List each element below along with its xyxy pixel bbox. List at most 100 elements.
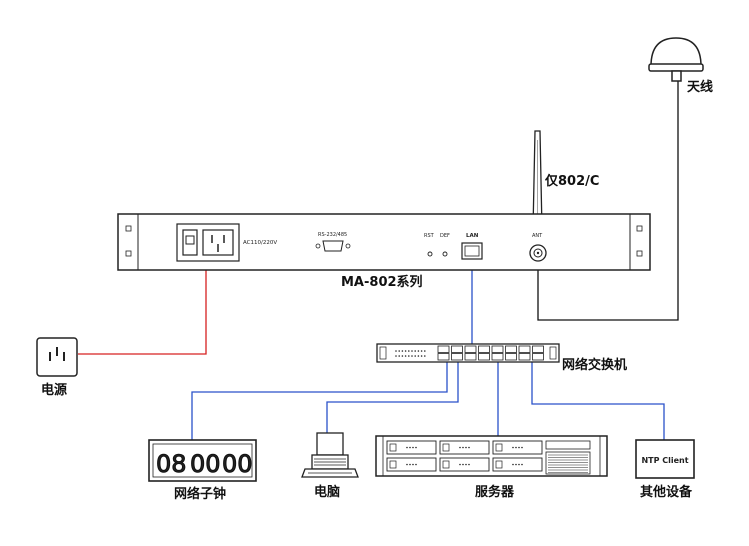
drive-led [468, 463, 470, 466]
server-vent-lines [548, 454, 588, 473]
switch-port [505, 353, 517, 361]
drive-led [462, 446, 464, 449]
drive-led [409, 446, 411, 449]
clock-seconds: 00 [222, 450, 253, 478]
power-label: 电源 [41, 382, 67, 398]
drive-led [465, 463, 467, 466]
switch-led [404, 355, 407, 357]
switch-led [401, 350, 404, 352]
drive-led [518, 463, 520, 466]
drive-handle [442, 443, 450, 452]
def-button [442, 251, 448, 257]
drive-led [512, 463, 514, 466]
drive-handle [389, 460, 397, 469]
def-label: DEF [440, 233, 450, 239]
drive-led [406, 446, 408, 449]
server-label: 服务器 [475, 484, 515, 500]
drive-bay [492, 457, 543, 472]
switch-port [491, 353, 504, 361]
power-outlet-icon [36, 337, 78, 377]
drive-led [521, 463, 523, 466]
switch-icon [376, 343, 560, 363]
power-cable [78, 258, 207, 355]
db9-port-icon [315, 240, 351, 252]
switch-led [408, 350, 410, 352]
switch-port [464, 345, 477, 353]
rack-hole [636, 225, 643, 232]
drive-led [412, 446, 414, 449]
drive-led [459, 463, 461, 466]
switch-port [491, 345, 504, 353]
switch-port [437, 345, 450, 353]
drive-led [459, 446, 461, 449]
link-pc [326, 362, 459, 434]
switch-indicator-leds [395, 350, 426, 357]
server-icon [375, 435, 608, 477]
switch-led [424, 355, 426, 357]
switch-led [414, 350, 417, 352]
switch-led [424, 350, 426, 352]
ant-connector-icon [529, 244, 547, 262]
drive-led [518, 446, 520, 449]
clock-hours: 08 [156, 450, 187, 478]
drive-led [468, 446, 470, 449]
antenna-label: 天线 [687, 79, 713, 95]
switch-led [398, 350, 401, 352]
switch-port [478, 345, 490, 353]
wifi-note: 仅802/C [544, 173, 599, 189]
drive-bay [439, 440, 490, 455]
switch-port [451, 345, 463, 353]
switch-port [532, 345, 544, 353]
drive-handle [442, 460, 450, 469]
rack-hole [125, 225, 132, 232]
ant-label: ANT [532, 233, 543, 239]
pc-icon [301, 432, 359, 478]
drive-led [515, 446, 517, 449]
antenna-cable [537, 80, 679, 321]
switch-port [437, 353, 450, 361]
switch-led [401, 355, 404, 357]
pc-label: 电脑 [314, 484, 340, 500]
switch-led [404, 350, 407, 352]
server-drive-bays [386, 440, 543, 472]
serial-port-label: RS-232/485 [318, 232, 347, 238]
drive-led [409, 463, 411, 466]
switch-led [414, 355, 417, 357]
switch-led [420, 355, 423, 357]
switch-label: 网络交换机 [562, 357, 627, 373]
clock-label: 网络子钟 [174, 486, 226, 502]
ntp-client-device: NTP Client [635, 439, 695, 479]
drive-led [406, 463, 408, 466]
ntp-client-text: NTP Client [641, 456, 688, 465]
drive-bay [386, 440, 437, 455]
switch-port [451, 353, 463, 361]
switch-led [398, 355, 401, 357]
switch-led [417, 350, 420, 352]
switch-led [417, 355, 420, 357]
device-label: MA-802系列 [341, 274, 423, 290]
rack-hole [636, 250, 643, 257]
drive-bay [439, 457, 490, 472]
switch-port [505, 345, 517, 353]
switch-led [420, 350, 423, 352]
drive-led [462, 463, 464, 466]
other-label: 其他设备 [640, 484, 693, 500]
ma802-device: AC110/220V RS-232/485 RST DEF LAN ANT [117, 213, 651, 271]
link-other [531, 362, 665, 440]
switch-ports [437, 345, 544, 361]
switch-port [532, 353, 544, 361]
drive-led [412, 463, 414, 466]
switch-led [395, 355, 397, 357]
drive-led [415, 463, 417, 466]
rst-button [427, 251, 433, 257]
clock-minutes: 00 [190, 450, 221, 478]
switch-led [411, 350, 413, 352]
lan-port-icon [461, 242, 483, 260]
switch-led [411, 355, 413, 357]
rack-hole [125, 250, 132, 257]
switch-port [464, 353, 477, 361]
switch-port [478, 353, 490, 361]
switch-port [518, 353, 531, 361]
switch-led [395, 350, 397, 352]
